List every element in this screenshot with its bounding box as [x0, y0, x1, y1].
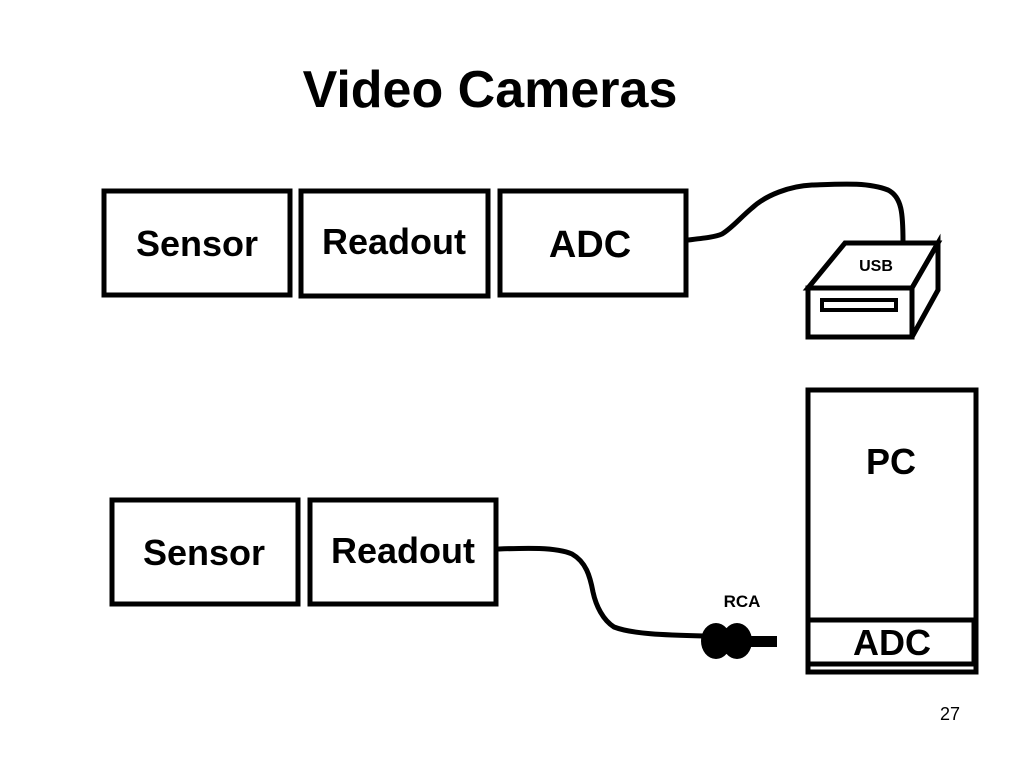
- pc-adc-box: ADC: [805, 617, 977, 667]
- bottom-readout-label: Readout: [331, 530, 475, 571]
- top-adc-label: ADC: [549, 224, 631, 266]
- usb-device: USB: [802, 233, 943, 340]
- rca-plug: [701, 623, 777, 659]
- top-readout-box: Readout: [298, 188, 491, 299]
- top-adc-box: ADC: [497, 188, 689, 298]
- bottom-sensor-box: Sensor: [109, 497, 301, 607]
- pc-label: PC: [866, 441, 916, 482]
- top-readout-label: Readout: [322, 221, 466, 262]
- usb-slot: [820, 298, 898, 312]
- bottom-readout-box: Readout: [307, 497, 499, 607]
- page-number: 27: [939, 704, 961, 724]
- bottom-sensor-label: Sensor: [143, 532, 265, 573]
- rca-cable: [496, 545, 707, 639]
- top-sensor-box: Sensor: [101, 188, 293, 298]
- rca-label: RCA: [724, 592, 761, 611]
- slide-title: Video Cameras: [302, 61, 678, 119]
- usb-cable: [685, 181, 906, 245]
- usb-label: USB: [859, 258, 893, 275]
- top-sensor-label: Sensor: [136, 223, 258, 264]
- pc-adc-label: ADC: [853, 622, 931, 663]
